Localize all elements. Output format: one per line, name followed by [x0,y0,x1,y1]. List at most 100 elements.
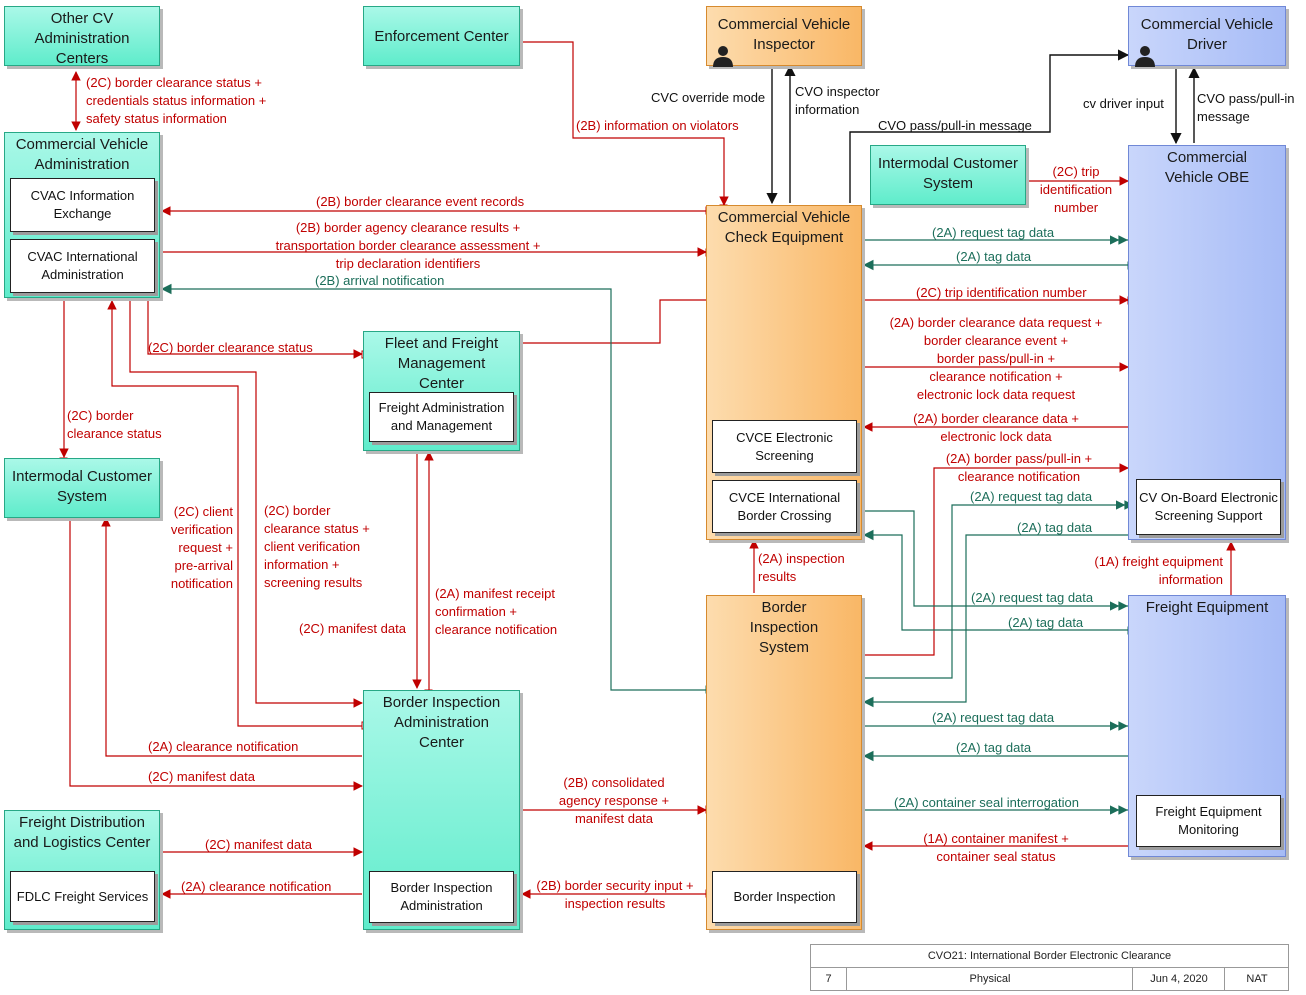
cvce-international-border-crossing[interactable]: CVCE International Border Crossing [712,480,857,533]
flow-label: CVO pass/pull-in message [878,118,1032,133]
subsystem-label: CV On-Board Electronic Screening Support [1139,490,1278,523]
flow-label: cv driver input [1083,96,1164,111]
flow-line-req-tag-2 [862,500,1134,679]
flow-label: (2C) manifest data [205,837,312,852]
enforcement-center[interactable]: Enforcement Center [363,6,520,66]
entity-title: Commercial Vehicle Check Equipment [717,209,851,246]
entity-title: Commercial Vehicle Inspector [717,16,851,53]
flow-line-bcs-fleet [147,300,363,359]
flow-label: (2C) border clearance status [67,408,162,441]
flow-label: (2A) tag data [956,740,1032,755]
commercial-vehicle-driver[interactable]: Commercial Vehicle Driver [1128,6,1286,67]
entity-title: Freight Equipment [1145,599,1269,616]
flow-label: (2A) request tag data [932,225,1055,240]
entity-title: Border Inspection Administration Center [382,694,501,751]
flow-label: (2A) container seal interrogation [894,795,1079,810]
page-number: 7 [825,973,832,985]
flow-label: (2C) manifest data [148,769,255,784]
subsystem-label: Border Inspection Administration [390,880,493,913]
flow-label: (2B) border security input + inspection … [536,878,694,911]
subsystem-label: CVAC International Administration [27,249,138,282]
flow-label: (2C) trip identification number [1039,164,1113,215]
flow-label: (2A) clearance notification [181,879,332,894]
flow-label: (2B) arrival notification [315,273,445,288]
flow-label: (2C) manifest data [299,621,406,636]
other-cv-administration-centers[interactable]: Other CV Administration Centers [4,6,160,67]
entity-title: Border Inspection System [749,599,819,656]
flow-line-manifest-intermodal [69,518,363,791]
freight-equipment-monitoring[interactable]: Freight Equipment Monitoring [1136,795,1281,847]
flow-line-violators [522,41,729,206]
flow-label: (2A) request tag data [970,489,1093,504]
flow-label: (2A) request tag data [971,590,1094,605]
subsystem-label: CVCE Electronic Screening [736,429,833,463]
flow-line-arrival [160,283,708,691]
flow-label: CVC override mode [651,90,766,105]
freight-equipment[interactable]: Freight Equipment Freight Equipment Moni… [1128,595,1286,857]
freight-administration-and-management[interactable]: Freight Administration and Management [369,392,514,442]
flow-label: (2A) border clearance data + electronic … [913,411,1079,444]
flow-label: (2A) request tag data [932,710,1055,725]
flow-label: (2B) border clearance event records [316,194,525,209]
border-inspection-administration-center[interactable]: Border Inspection Administration Center … [363,690,520,930]
view-type: Physical [846,968,1133,990]
diagram-title: CVO21: International Border Electronic C… [811,945,1288,968]
subsystem-label: Freight Equipment Monitoring [1155,804,1262,837]
subsystem-label: CVCE International Border Crossing [728,489,841,523]
flow-label: (2A) manifest receipt confirmation + cle… [435,586,558,637]
intermodal-customer-system-left[interactable]: Intermodal Customer System [4,458,160,518]
flow-line-pass-pullin [862,463,1129,656]
flow-label: (2A) tag data [1017,520,1093,535]
commercial-vehicle-administration[interactable]: Commercial Vehicle Administration CVAC I… [4,132,160,298]
flow-label: (2A) tag data [956,249,1032,264]
entity-title: Fleet and Freight Management Center [384,335,499,392]
border-inspection-administration[interactable]: Border Inspection Administration [369,871,514,923]
intermodal-customer-system-right[interactable]: Intermodal Customer System [870,145,1026,205]
flow-label: (2A) inspection results [758,551,845,584]
flow-label: (2A) tag data [1008,615,1084,630]
entity-title: Commercial Vehicle OBE [1164,149,1250,186]
flow-line-trip-id [522,295,1129,344]
flow-label: (2A) border pass/pull-in + clearance not… [945,451,1093,484]
subsystem-label: CVAC Information Exchange [30,188,135,221]
commercial-vehicle-check-equipment[interactable]: Commercial Vehicle Check Equipment CVCE … [706,205,862,540]
subsystem-label: Border Inspection [733,889,836,904]
flow-line-cvo-pass [849,49,1130,203]
flow-label: (2B) consolidated agency response + mani… [558,775,670,826]
fleet-and-freight-management-center[interactable]: Fleet and Freight Management Center Frei… [363,331,520,451]
cv-onboard-electronic-screening-support[interactable]: CV On-Board Electronic Screening Support [1136,479,1281,535]
flow-label: (2A) border clearance data request + bor… [889,315,1103,402]
flow-label: (1A) freight equipment information [1094,554,1223,587]
person-icon [1135,46,1155,67]
entity-title: Commercial Vehicle Driver [1140,16,1274,53]
subsystem-label: FDLC Freight Services [16,888,149,904]
flow-line-client-verification [107,300,362,727]
flow-label: (2B) information on violators [576,118,739,133]
flow-line-client-screening [129,300,363,708]
flow-label: CVO pass/pull-in message [1197,91,1295,124]
entity-title: Intermodal Customer System [877,155,1019,192]
subsystem-label: Freight Administration and Management [378,400,505,433]
border-inspection-system[interactable]: Border Inspection System Border Inspecti… [706,595,862,930]
flow-label: (2B) border agency clearance results + t… [275,220,541,271]
organization: NAT [1224,968,1289,990]
commercial-vehicle-obe[interactable]: Commercial Vehicle OBE CV On-Board Elect… [1128,145,1286,540]
person-icon [713,46,733,67]
flow-label: (2A) clearance notification [148,739,299,754]
flow-label: (2C) border clearance status + credentia… [86,75,267,126]
cvac-information-exchange[interactable]: CVAC Information Exchange [10,178,155,232]
flow-label: (1A) container manifest + container seal… [923,831,1069,864]
cvce-electronic-screening[interactable]: CVCE Electronic Screening [712,420,857,473]
commercial-vehicle-inspector[interactable]: Commercial Vehicle Inspector [706,6,862,67]
entity-title: Enforcement Center [374,28,509,45]
border-inspection[interactable]: Border Inspection [712,871,857,923]
entity-title: Commercial Vehicle Administration [15,136,149,173]
entity-title: Other CV Administration Centers [34,10,130,67]
flow-line-tag-3 [862,529,1132,631]
freight-distribution-and-logistics-center[interactable]: Freight Distribution and Logistics Cente… [4,810,160,930]
cvac-international-administration[interactable]: CVAC International Administration [10,239,155,293]
entity-title: Intermodal Customer System [11,468,153,505]
fdlc-freight-services[interactable]: FDLC Freight Services [10,871,155,922]
title-block: CVO21: International Border Electronic C… [810,944,1289,991]
